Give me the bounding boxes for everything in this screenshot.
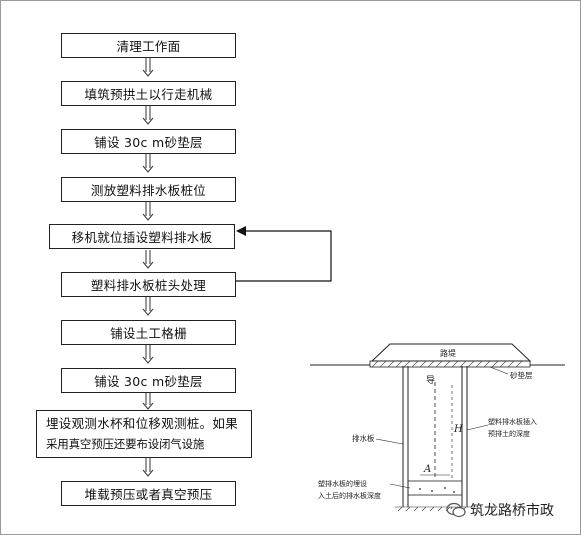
loop-back-arrow <box>236 226 332 282</box>
step-fill-pre-arch-soil: 填筑预拱土以行走机械 <box>61 81 236 106</box>
step-install-monitoring: 埋设观测水杯和位移观测桩。如果 采用真空预压还要布设闭气设施 <box>36 410 252 458</box>
step-lay-geogrid: 铺设土工格栅 <box>61 320 236 345</box>
down-arrow-5 <box>142 250 154 269</box>
sand-layer <box>369 360 531 368</box>
step-preload: 堆载预压或者真空预压 <box>61 481 236 506</box>
down-arrow-6 <box>142 297 154 316</box>
step-drain-head-treatment: 塑料排水板桩头处理 <box>61 272 236 297</box>
down-arrow-2 <box>142 106 154 125</box>
drain-bottom-box <box>407 480 463 496</box>
down-arrow-4 <box>142 202 154 221</box>
embankment-label: 路堤 <box>440 348 456 358</box>
step-lay-sand-cushion-1: 铺设 30c m砂垫层 <box>61 129 236 154</box>
step-clear-work-surface: 清理工作面 <box>61 33 236 58</box>
drain-column <box>402 366 468 507</box>
step-survey-drain-positions: 测放塑料排水板桩位 <box>61 177 236 202</box>
step-insert-drain-boards: 移机就位插设塑料排水板 <box>49 224 235 249</box>
watermark: 筑龙路桥市政 <box>446 500 554 520</box>
step-lay-sand-cushion-2: 铺设 30c m砂垫层 <box>61 368 236 393</box>
height-symbol: H <box>453 424 463 435</box>
drain-board-label: 排水板 <box>352 433 375 443</box>
sand-hatch <box>371 360 523 368</box>
step-install-monitoring-line2: 采用真空预压还要布设闭气设施 <box>46 437 205 451</box>
left-note-line1: 塑排水板的埋设 <box>318 479 367 488</box>
sand-layer-label: 砂垫层 <box>510 370 533 380</box>
down-arrow-9 <box>142 458 154 477</box>
down-arrow-7 <box>142 345 154 364</box>
step-install-monitoring-line1: 埋设观测水杯和位移观测桩。如果 <box>46 416 239 431</box>
down-arrow-8 <box>142 393 154 410</box>
right-note-line2: 预排土的深度 <box>488 429 530 438</box>
right-note-line1: 塑料排水板插入 <box>488 417 537 426</box>
left-note-line2: 入土后的排水板深度 <box>318 491 381 500</box>
top-arrow-label: 导 <box>426 375 435 386</box>
wechat-icon <box>446 502 466 518</box>
down-arrow-3 <box>142 154 154 173</box>
down-arrow-1 <box>142 58 154 77</box>
embankment <box>370 343 532 362</box>
distance-symbol: A <box>423 464 431 475</box>
watermark-text: 筑龙路桥市政 <box>470 503 554 519</box>
